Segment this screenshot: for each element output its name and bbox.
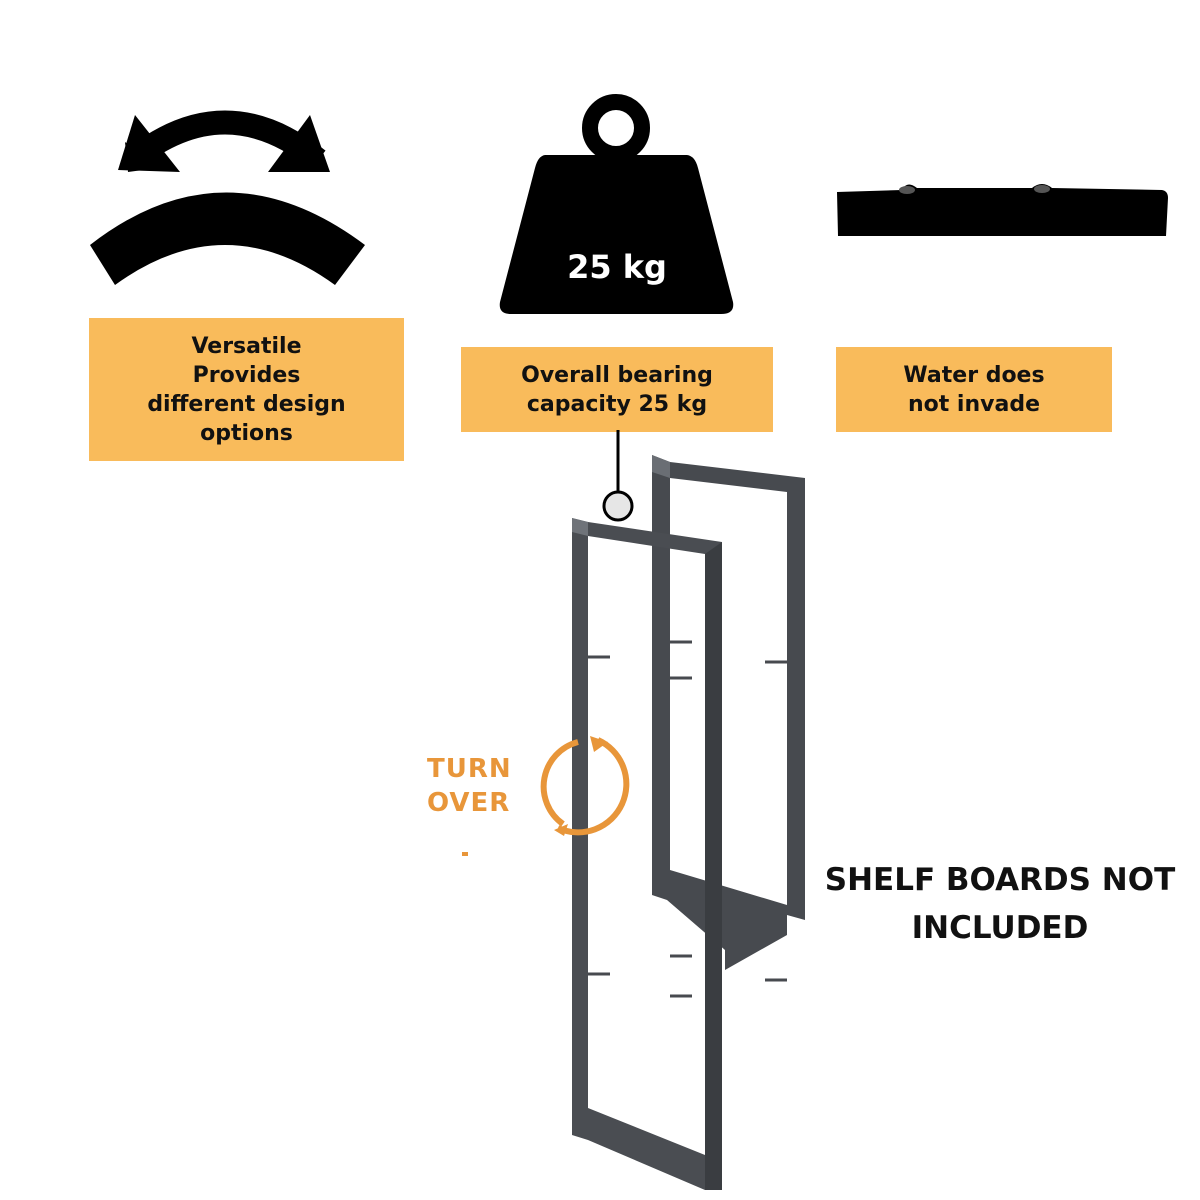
feature-line: not invade (907, 391, 1040, 417)
feature-line: Overall bearing (521, 362, 713, 388)
over-line: OVER (427, 788, 511, 818)
feature-water-label: Water does not invade (836, 347, 1112, 432)
feature-line: different design (147, 391, 346, 417)
shelf-frames-image (572, 455, 805, 1190)
turn-line: TURN (427, 754, 512, 784)
curved-double-arrow-icon (90, 110, 365, 285)
weight-icon: 25 kg (499, 94, 734, 314)
feature-line: Water does (903, 362, 1045, 388)
callout-connector (602, 430, 634, 522)
rotate-icon (540, 736, 630, 836)
notice-line-1: SHELF BOARDS NOT (824, 862, 1176, 898)
turn-over-label: TURN OVER (427, 752, 512, 820)
feature-line: options (200, 420, 293, 446)
feature-line: Provides (192, 362, 301, 388)
feature-line: capacity 25 kg (526, 391, 708, 417)
weight-label: 25 kg (567, 248, 667, 286)
feature-line: Versatile (191, 333, 302, 359)
bar-profile-icon (837, 184, 1168, 236)
notice-line-2: INCLUDED (911, 910, 1089, 946)
decorative-dot (462, 852, 468, 856)
shelf-boards-notice: SHELF BOARDS NOT INCLUDED (810, 856, 1190, 952)
feature-capacity-label: Overall bearing capacity 25 kg (461, 347, 773, 432)
feature-versatile-label: Versatile Provides different design opti… (89, 318, 404, 461)
